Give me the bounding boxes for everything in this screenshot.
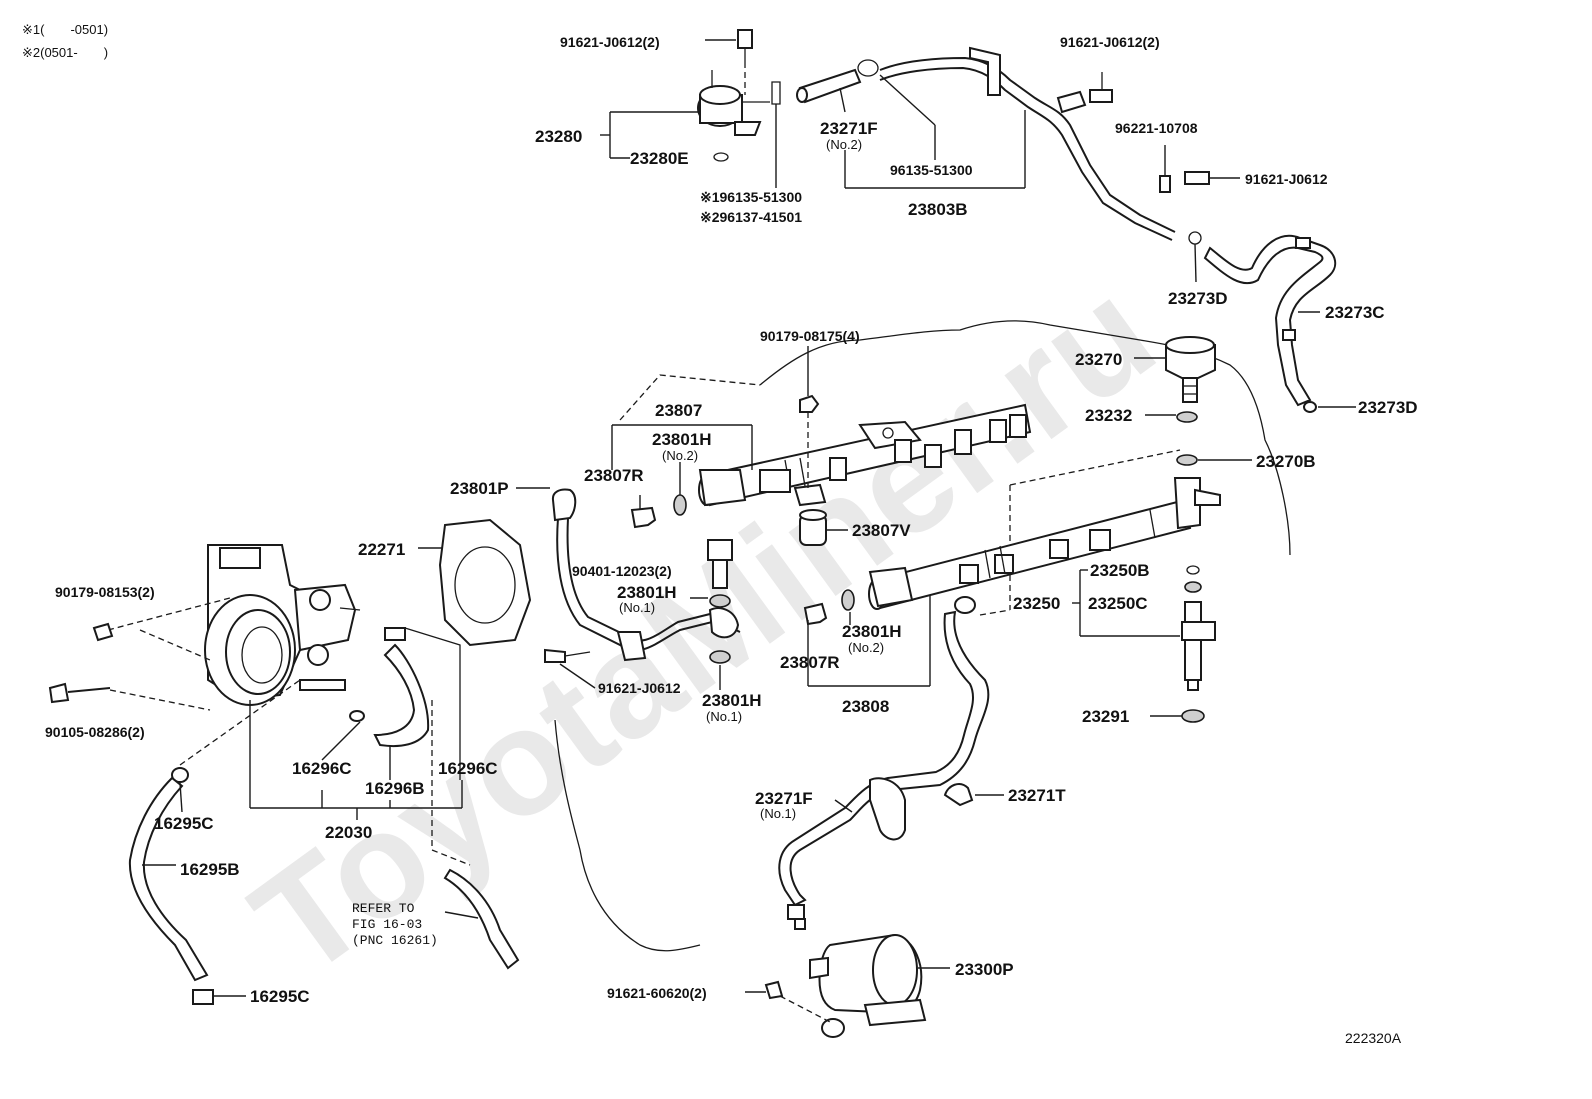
label-23808: 23808 (842, 697, 889, 716)
label-23807v: 23807V (852, 521, 911, 540)
throttle-body-22030 (48, 544, 361, 766)
fuel-hose-23271f-no1 (778, 596, 1004, 930)
label-23801p: 23801P (450, 479, 509, 498)
label-23280e: 23280E (630, 149, 689, 168)
label-23801h-no2-lower-sub: (No.2) (848, 640, 884, 655)
label-23807: 23807 (655, 401, 702, 420)
rail-plugs-and-gaskets (611, 346, 931, 687)
fuel-pressure-regulator-assembly (600, 29, 1240, 241)
label-23801h-no1-lower: 23801H (702, 691, 762, 710)
fuel-injector-23250 (1072, 565, 1216, 723)
label-23250c: 23250C (1088, 594, 1148, 613)
label-96135-51300-note1: ※196135-51300 (700, 189, 802, 205)
fuel-hose-23273c (1188, 231, 1356, 413)
label-90105-08286: 90105-08286(2) (45, 724, 145, 740)
reference-line-1: REFER TO (352, 901, 415, 916)
label-23271f-no1: 23271F (755, 789, 813, 808)
label-23807r-lower: 23807R (780, 653, 840, 672)
label-23801h-no1-upper-sub: (No.1) (619, 600, 655, 615)
svg-text:ToyotaMiner.ru: ToyotaMiner.ru (224, 247, 1184, 1008)
label-91621-j0612-mid: 91621-J0612 (598, 680, 681, 696)
label-23273d-top: 23273D (1168, 289, 1228, 308)
label-23801h-no2-upper: 23801H (652, 430, 712, 449)
throttle-body-gasket-22271 (418, 518, 532, 647)
fuel-pipe-23801p (516, 487, 741, 690)
label-23300p: 23300P (955, 960, 1014, 979)
label-91621-60620: 91621-60620(2) (607, 985, 707, 1001)
label-23803b: 23803B (908, 200, 968, 219)
label-23271f-no2-sub: (No.2) (826, 137, 862, 152)
label-22030: 22030 (325, 823, 372, 842)
label-16295c-lower: 16295C (250, 987, 310, 1006)
reference-line-2: FIG 16-03 (352, 917, 422, 932)
label-23801h-no1-upper: 23801H (617, 583, 677, 602)
label-91621-j0612-top-right: 91621-J0612(2) (1060, 34, 1160, 50)
label-16296c-right: 16296C (438, 759, 498, 778)
label-23801h-no2-upper-sub: (No.2) (662, 448, 698, 463)
label-96135-51300: 96135-51300 (890, 162, 973, 178)
label-23280: 23280 (535, 127, 582, 146)
label-16295c-upper: 16295C (154, 814, 214, 833)
label-23801h-no2-lower: 23801H (842, 622, 902, 641)
reference-note: REFER TO FIG 16-03 (PNC 16261) (352, 901, 438, 948)
label-23291: 23291 (1082, 707, 1129, 726)
figure-code: 222320A (1345, 1030, 1402, 1046)
label-16295b: 16295B (180, 860, 240, 879)
label-22271: 22271 (358, 540, 405, 559)
label-23801h-no1-lower-sub: (No.1) (706, 709, 742, 724)
callout-labels: 91621-J0612(2) 91621-J0612(2) 23280 2328… (45, 34, 1418, 1006)
label-16296b: 16296B (365, 779, 425, 798)
label-23807r-upper: 23807R (584, 466, 644, 485)
fuel-rail-upper-23807 (698, 403, 1032, 507)
legend-note-1: ※1( -0501) (22, 22, 108, 37)
label-91621-j0612-right: 91621-J0612 (1245, 171, 1328, 187)
label-23270: 23270 (1075, 350, 1122, 369)
legend-note-2: ※2(0501- ) (22, 45, 108, 60)
label-23271t: 23271T (1008, 786, 1066, 805)
label-23250: 23250 (1013, 594, 1060, 613)
label-16296c-left: 16296C (292, 759, 352, 778)
label-23270b: 23270B (1256, 452, 1316, 471)
fuel-rail-lower-23808 (868, 477, 1221, 610)
label-23250b: 23250B (1090, 561, 1150, 580)
pulsation-damper-23270 (1134, 336, 1252, 466)
label-23273c: 23273C (1325, 303, 1385, 322)
label-96221-10708: 96221-10708 (1115, 120, 1198, 136)
water-bypass-hoses (128, 627, 520, 1005)
label-23271f-no2: 23271F (820, 119, 878, 138)
label-90179-08175: 90179-08175(4) (760, 328, 860, 344)
watermark: ToyotaMiner.ru (224, 247, 1184, 1008)
fuel-filter-23300p (745, 933, 950, 1038)
label-91621-j0612-top-left: 91621-J0612(2) (560, 34, 660, 50)
label-96137-41501-note2: ※296137-41501 (700, 209, 802, 225)
label-23232: 23232 (1085, 406, 1132, 425)
label-23273d-bottom: 23273D (1358, 398, 1418, 417)
label-90401-12023: 90401-12023(2) (572, 563, 672, 579)
label-23271f-no1-sub: (No.1) (760, 806, 796, 821)
label-90179-08153: 90179-08153(2) (55, 584, 155, 600)
reference-line-3: (PNC 16261) (352, 933, 438, 948)
